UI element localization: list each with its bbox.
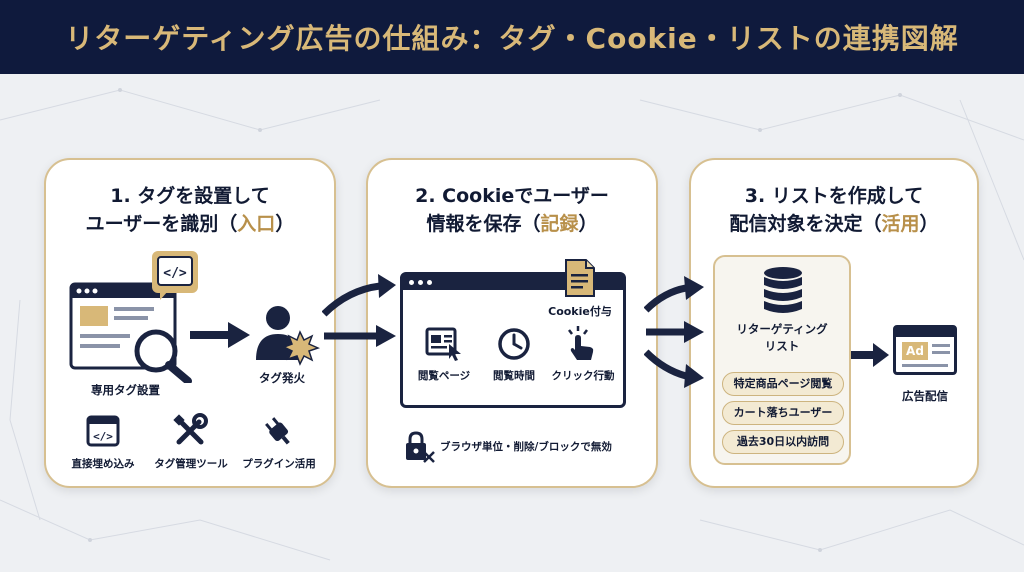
svg-text:</>: </> [93,430,113,443]
step2-title-line1: 2. Cookieでユーザー [415,185,609,207]
page-view-icon [425,327,461,361]
webpage-magnifier-icon: </> [69,251,198,383]
step2-title: 2. Cookieでユーザー 情報を保存（記録） [368,182,656,238]
step2-highlight: 記録 [540,213,579,235]
clock-icon [498,328,530,360]
method-tag-manager: タグ管理ツール [154,458,228,470]
step1-panel: 1. タグを設置して ユーザーを識別（入口） </> 専用タグ設置 タグ発火 [44,158,336,488]
step2-title-line2: 情報を保存（記録） [426,213,598,235]
plug-icon [265,417,290,445]
segment-recent-visit: 過去30日以内訪問 [722,430,844,454]
method-plugin: プラグイン活用 [242,458,316,470]
step3-title-line1: 3. リストを作成して [744,185,924,207]
ad-delivery-label: 広告配信 [902,389,948,403]
code-window-icon: </> [86,415,120,447]
tools-icon [173,413,208,445]
segment-cart-abandon: カート落ちユーザー [722,401,844,425]
svg-text:</>: </> [163,266,187,281]
user-tag-fire-icon [256,306,320,366]
lock-blocked-icon [406,431,435,463]
right-arrow-icon [851,343,889,367]
metric-click-behavior: クリック行動 [551,370,615,382]
metric-page-view: 閲覧ページ [417,370,471,382]
segment-product-view: 特定商品ページ閲覧 [722,372,844,396]
cookie-assign-label: Cookie付与 [548,305,612,318]
tag-fire-label: タグ発火 [259,371,305,385]
step3-highlight: 活用 [881,213,920,235]
step1-title-line1: 1. タグを設置して [110,185,270,207]
step3-title: 3. リストを作成して 配信対象を決定（活用） [691,182,977,238]
ad-badge: Ad [902,342,928,360]
ad-window: Ad [893,325,957,375]
metric-view-time: 閲覧時間 [493,370,535,382]
browser-note: ブラウザ単位・削除/ブロックで無効 [440,441,612,453]
connector-arrows-2 [644,276,704,388]
retargeting-list-label: リターゲティング リスト [736,322,828,353]
database-icon [764,267,802,313]
tag-install-label: 専用タグ設置 [91,383,160,397]
click-hand-icon [568,326,594,360]
step1-title-line2: ユーザーを識別（入口） [85,213,295,235]
step2-panel: 2. Cookieでユーザー 情報を保存（記録） Cookie付与 [366,158,658,488]
step1-title: 1. タグを設置して ユーザーを識別（入口） [46,182,334,238]
cookie-document-icon [565,259,595,297]
page-title: リターゲティング広告の仕組み：タグ・Cookie・リストの連携図解 [65,22,959,55]
connector-arrows-1 [322,274,396,347]
header-bar: リターゲティング広告の仕組み：タグ・Cookie・リストの連携図解 [0,0,1024,74]
step3-panel: 3. リストを作成して 配信対象を決定（活用） リターゲティング リスト 特定商… [689,158,979,488]
right-arrow-icon [190,322,250,348]
step1-highlight: 入口 [237,213,276,235]
method-direct-embed: 直接埋め込み [71,458,135,470]
step3-title-line2: 配信対象を決定（活用） [729,213,939,235]
